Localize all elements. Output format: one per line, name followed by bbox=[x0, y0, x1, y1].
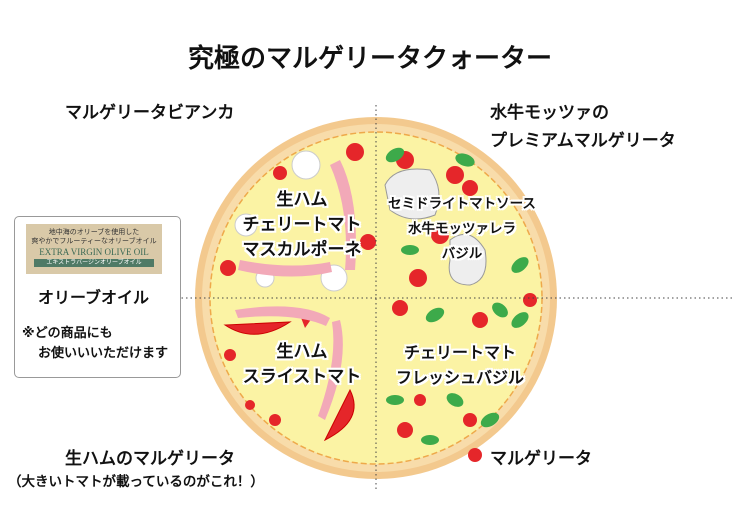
olive-oil-label-image: 地中海のオリーブを使用した 爽やかでフルーティーなオリーブオイル EXTRA V… bbox=[26, 224, 162, 274]
quarter-name-top-right-line1: 水牛モッツァの bbox=[490, 103, 609, 123]
quarter-name-bottom-right: マルゲリータ bbox=[490, 449, 592, 469]
topping-label: チェリートマト bbox=[242, 215, 362, 235]
quarter-note-bottom-left: （大きいトマトが載っているのがこれ！） bbox=[8, 474, 264, 490]
topping-label: フレッシュバジル bbox=[395, 368, 525, 387]
topping-mozzarella bbox=[384, 168, 487, 286]
topping-tomato-small bbox=[224, 349, 281, 426]
topping-label: セミドライトマトソース bbox=[388, 196, 536, 212]
topping-label: バジル bbox=[441, 246, 483, 262]
topping-sliced-tomato bbox=[223, 315, 355, 442]
topping-label: チェリートマト bbox=[403, 343, 517, 362]
quarter-name-top-right-line2: プレミアムマルゲリータ bbox=[490, 131, 676, 151]
topping-label: 生ハム bbox=[276, 342, 328, 362]
quarter-name-bottom-left: 生ハムのマルゲリータ bbox=[65, 449, 235, 469]
toppings-top-right: セミドライトマトソース 水牛モッツァレラ バジル bbox=[388, 192, 536, 267]
oil-label-line: 地中海のオリーブを使用した bbox=[48, 228, 140, 236]
topping-label: 生ハム bbox=[276, 190, 328, 210]
toppings-top-left: 生ハム チェリートマト マスカルポーネ bbox=[243, 188, 362, 263]
topping-label: スライストマト bbox=[242, 367, 362, 387]
oil-label-line: 爽やかでフルーティーなオリーブオイル bbox=[31, 237, 157, 245]
topping-ham-bottom bbox=[235, 306, 343, 420]
olive-oil-note-line1: ※どの商品にも bbox=[22, 326, 113, 341]
page-title: 究極のマルゲリータクォーター bbox=[187, 44, 552, 74]
topping-label: 水牛モッツァレラ bbox=[407, 221, 516, 237]
toppings-bottom-left: 生ハム スライストマト bbox=[243, 340, 362, 390]
olive-oil-name: オリーブオイル bbox=[38, 288, 150, 307]
topping-ham bbox=[238, 160, 356, 277]
oil-label-brand: EXTRA VIRGIN OLIVE OIL bbox=[39, 247, 149, 257]
topping-basil bbox=[385, 147, 529, 445]
olive-oil-note-line2: お使いいいただけます bbox=[38, 346, 169, 361]
topping-cherry-tomato bbox=[220, 143, 537, 462]
quarter-name-top-left: マルゲリータビアンカ bbox=[65, 103, 235, 123]
oil-label-sub: エキストラバージンオリーブオイル bbox=[34, 259, 154, 267]
toppings-bottom-right: チェリートマト フレッシュバジル bbox=[396, 340, 524, 390]
topping-label: マスカルポーネ bbox=[242, 240, 362, 260]
